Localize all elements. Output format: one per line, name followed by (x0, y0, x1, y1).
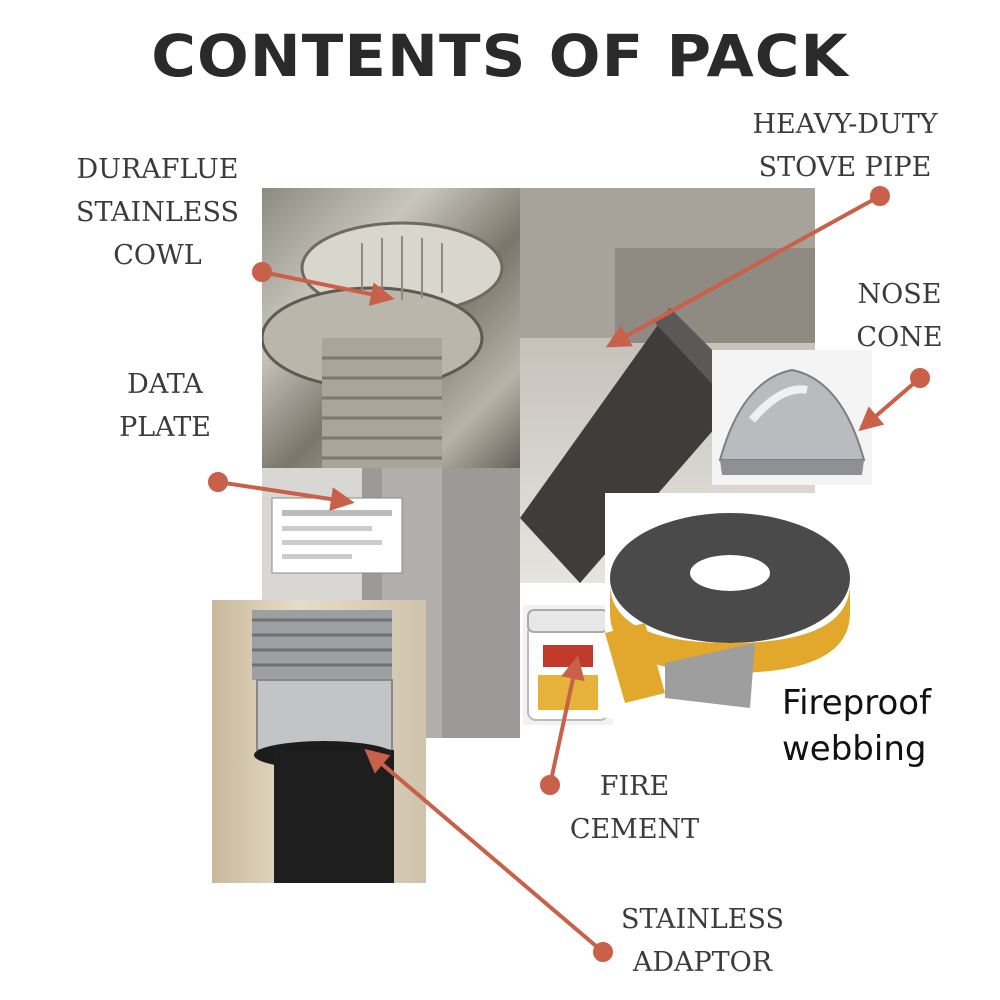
cowl-label: DURAFLUE STAINLESS COWL (76, 154, 239, 271)
webbing-label: Fireproof webbing (782, 683, 932, 769)
data-plate-label: DATA PLATE (119, 369, 211, 443)
stove-pipe-label: HEAVY-DUTY STOVE PIPE (752, 109, 938, 183)
webbing-photo (605, 493, 860, 718)
adaptor-photo (212, 600, 426, 883)
fire-cement-photo (523, 605, 613, 725)
fire-cement-label: FIRE CEMENT (569, 771, 700, 845)
nose-cone-photo (712, 350, 872, 485)
nose-cone-label: NOSE CONE (856, 279, 943, 353)
page-title: CONTENTS OF PACK (151, 22, 849, 90)
adaptor-label: STAINLESS ADAPTOR (621, 904, 784, 978)
cowl-photo (262, 188, 520, 478)
